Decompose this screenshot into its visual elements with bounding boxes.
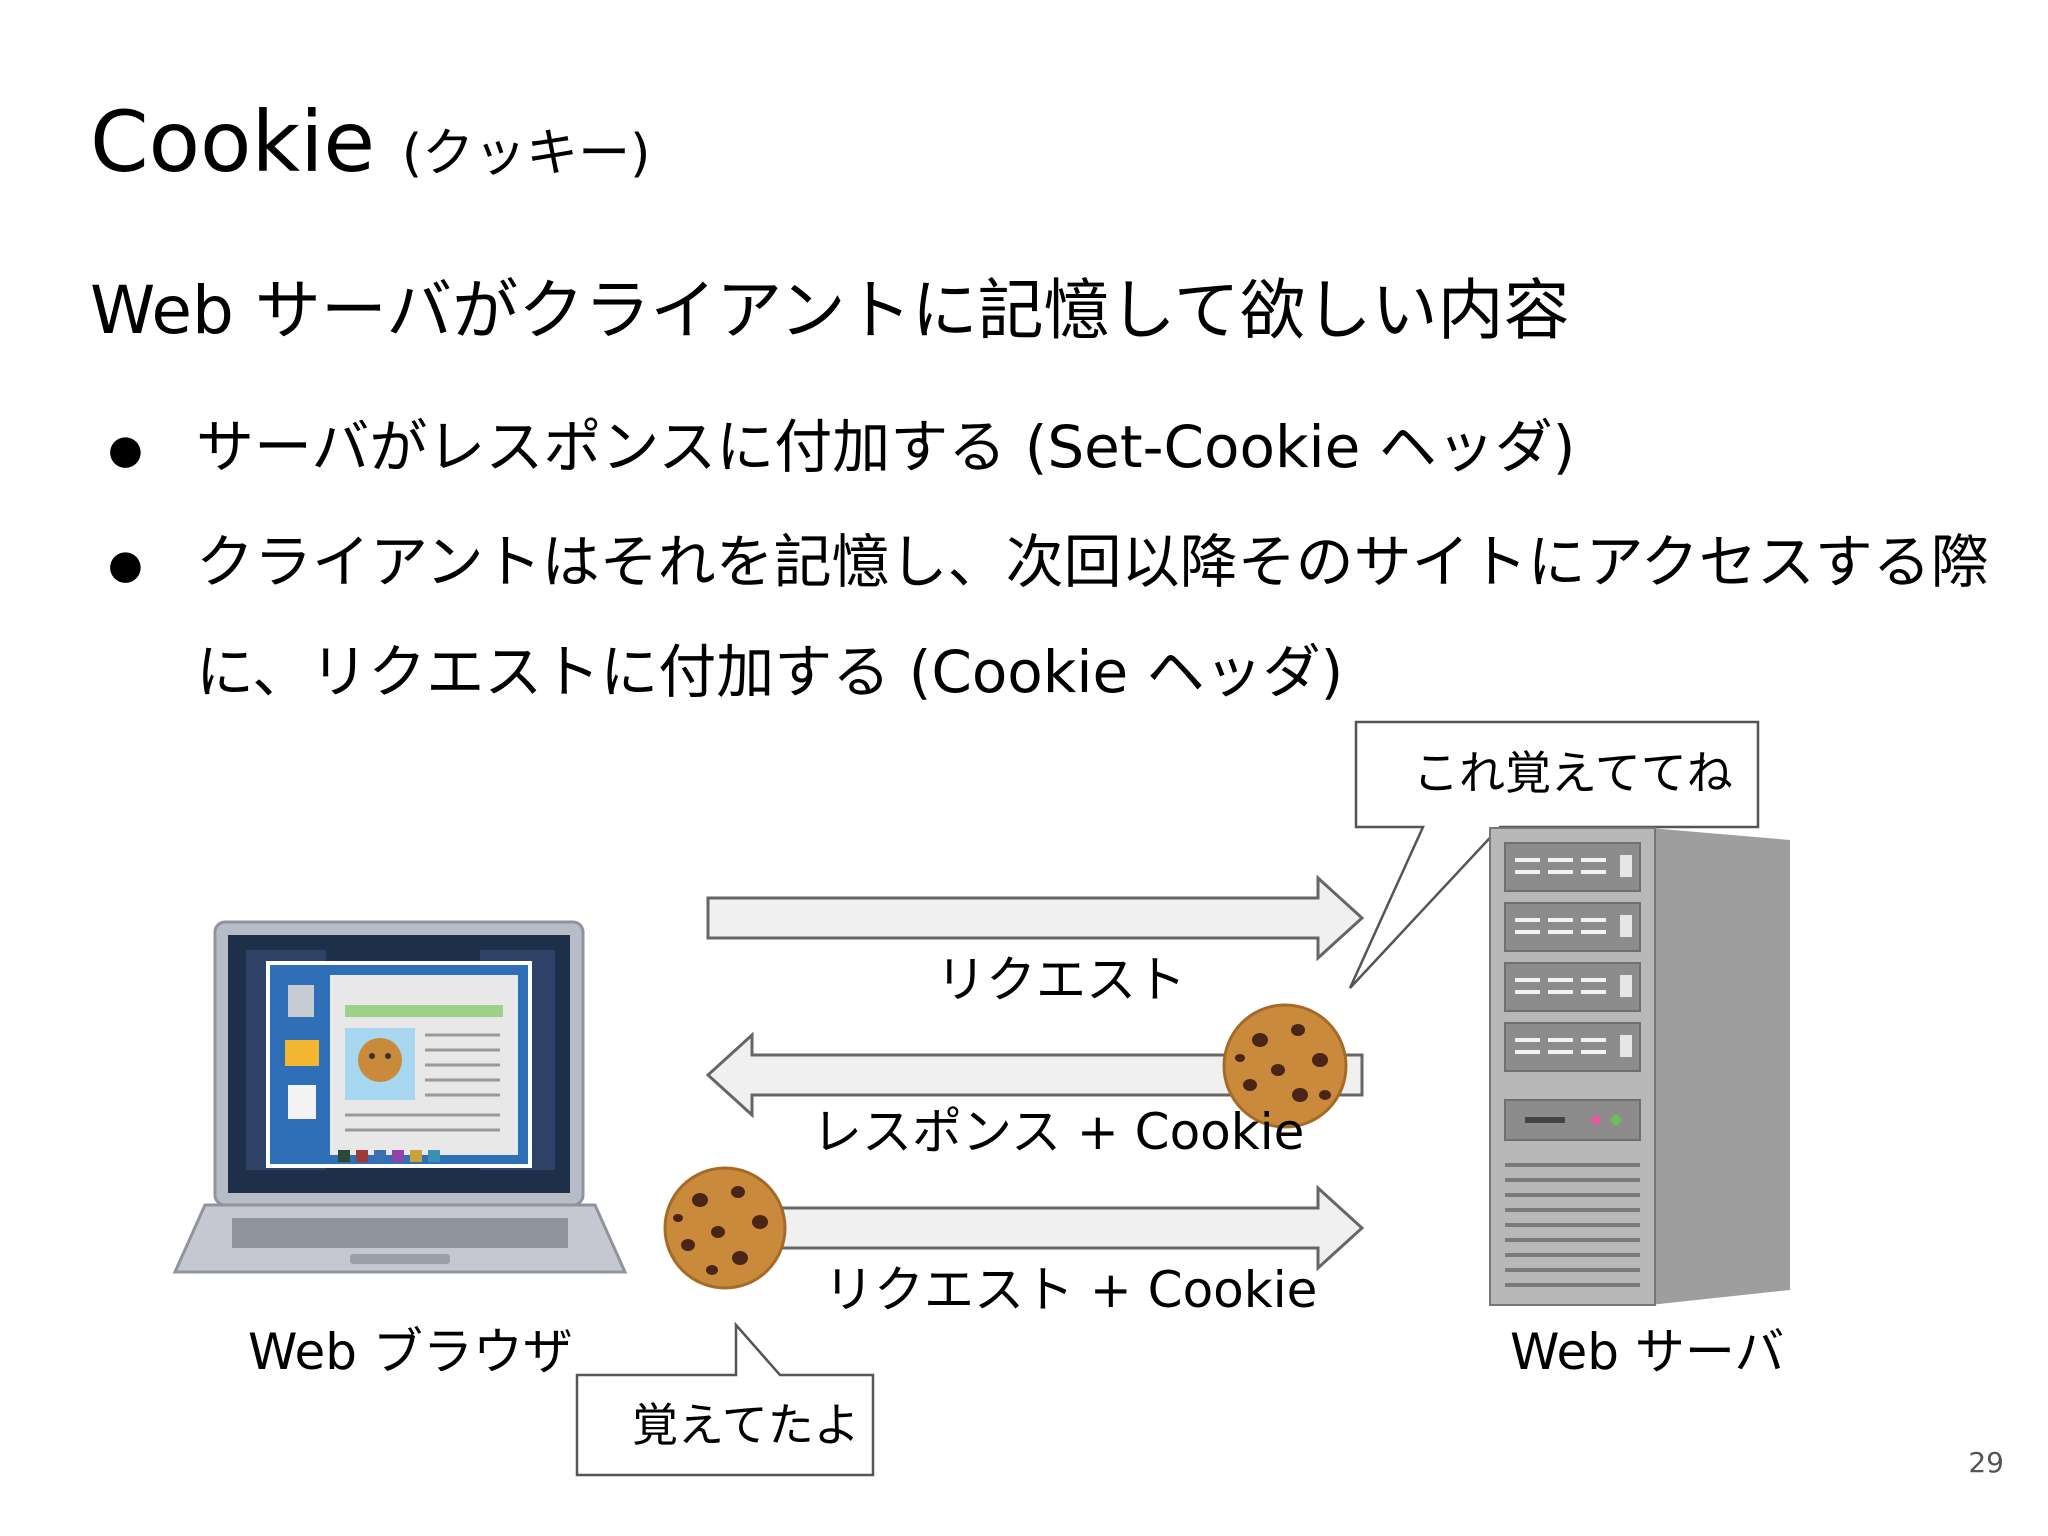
title-sub: (クッキー): [401, 124, 651, 184]
cookie-icon-request: [663, 1166, 787, 1290]
arrow-request-cookie: [778, 1184, 1365, 1272]
label-request-cookie: リクエスト + Cookie: [824, 1261, 1318, 1319]
speech-bubble-client: [575, 1321, 875, 1477]
label-request: リクエスト: [936, 951, 1186, 1009]
page-number: 29: [1968, 1446, 2004, 1479]
bullet-text-2-cont: に、リクエストに付加する (Cookie ヘッダ): [196, 638, 1344, 706]
label-web-browser: Web ブラウザ: [248, 1323, 573, 1381]
bullet-text-1: サーバがレスポンスに付加する (Set-Cookie ヘッダ): [196, 413, 1576, 481]
label-web-server: Web サーバ: [1510, 1323, 1785, 1381]
cookie-icon-response: [1222, 1003, 1348, 1129]
server-icon: [1489, 827, 1790, 1306]
laptop-icon: [172, 920, 628, 1274]
slide-title: Cookie (クッキー): [90, 100, 650, 184]
arrow-request: [706, 874, 1365, 962]
bullet-marker-2: ●: [108, 542, 143, 588]
label-response-cookie: レスポンス + Cookie: [812, 1103, 1305, 1161]
speech-bubble-server: [1348, 720, 1760, 989]
bullet-marker-1: ●: [108, 427, 143, 473]
title-main: Cookie: [90, 93, 376, 191]
slide-heading: Web サーバがクライアントに記憶して欲しい内容: [90, 272, 1570, 349]
bubble-client-text: 覚えてたよ: [632, 1398, 860, 1452]
bubble-server-text: これ覚えててね: [1413, 746, 1733, 800]
bullet-text-2: クライアントはそれを記憶し、次回以降そのサイトにアクセスする際: [196, 528, 1989, 596]
